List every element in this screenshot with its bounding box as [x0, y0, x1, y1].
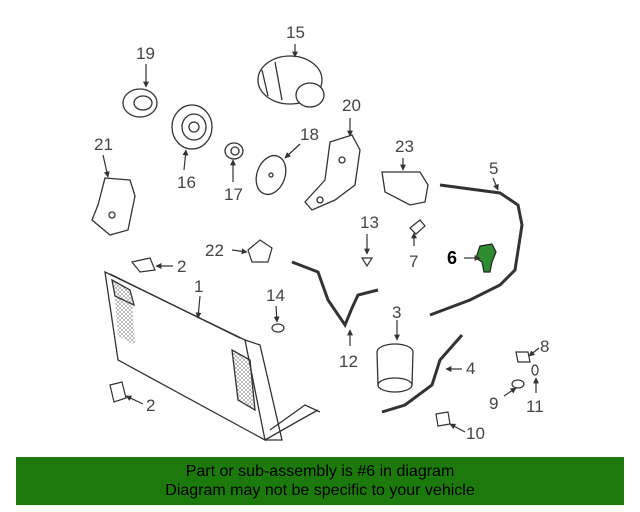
switch-part	[515, 351, 531, 363]
banner-line-disclaimer: Diagram may not be specific to your vehi…	[165, 482, 475, 499]
leader-lines	[102, 44, 540, 433]
accumulator-housing-part	[381, 171, 429, 206]
callout-9: 9	[489, 394, 499, 413]
callout-21: 21	[94, 135, 113, 154]
info-banner: Part or sub-assembly is #6 in diagram Di…	[16, 457, 624, 505]
callout-16: 16	[177, 173, 196, 192]
accumulator-part	[376, 343, 414, 393]
callout-14: 14	[266, 286, 285, 305]
callout-22: 22	[205, 241, 224, 260]
callout-6-highlighted[interactable]: 6	[447, 248, 458, 268]
clutch-coil-part	[122, 88, 158, 118]
callout-7: 7	[409, 252, 419, 271]
o-ring-part	[511, 379, 525, 389]
callout-11: 11	[526, 397, 544, 416]
ac-parts-diagram	[91, 44, 540, 442]
condenser-part	[104, 270, 321, 442]
compressor-part	[257, 55, 325, 108]
callout-3: 3	[392, 303, 402, 322]
suction-line-part	[291, 260, 379, 329]
valve-part	[409, 219, 426, 235]
clip-part-upper	[130, 257, 156, 273]
seal-part	[271, 323, 285, 333]
callout-10: 10	[466, 424, 485, 443]
bearing-part	[224, 142, 244, 160]
callout-8: 8	[540, 337, 550, 356]
callout-1: 1	[194, 277, 204, 296]
callout-12: 12	[339, 352, 358, 371]
banner-line-part-info: Part or sub-assembly is #6 in diagram	[185, 463, 455, 480]
callout-5: 5	[489, 159, 499, 178]
callout-20: 20	[342, 96, 361, 115]
pulley-part	[171, 104, 213, 150]
clip-part-lower	[109, 381, 127, 403]
callout-2-lower: 2	[146, 396, 156, 415]
callout-13: 13	[360, 213, 379, 232]
callout-17: 17	[224, 185, 243, 204]
hose-part	[429, 183, 524, 317]
fitting-part	[247, 239, 273, 263]
callout-15: 15	[286, 23, 305, 42]
callout-19: 19	[136, 44, 155, 63]
liquid-line-part	[381, 334, 464, 414]
callout-2-upper: 2	[177, 257, 187, 276]
sensor-part	[435, 411, 451, 427]
o-ring-small-part	[531, 364, 539, 376]
callout-4: 4	[466, 359, 476, 378]
mount-bracket-part	[91, 177, 136, 236]
callout-23: 23	[395, 137, 414, 156]
cap-part	[360, 257, 374, 268]
clutch-plate-part	[255, 154, 287, 196]
callout-18: 18	[300, 125, 319, 144]
bracket-part	[304, 134, 361, 211]
